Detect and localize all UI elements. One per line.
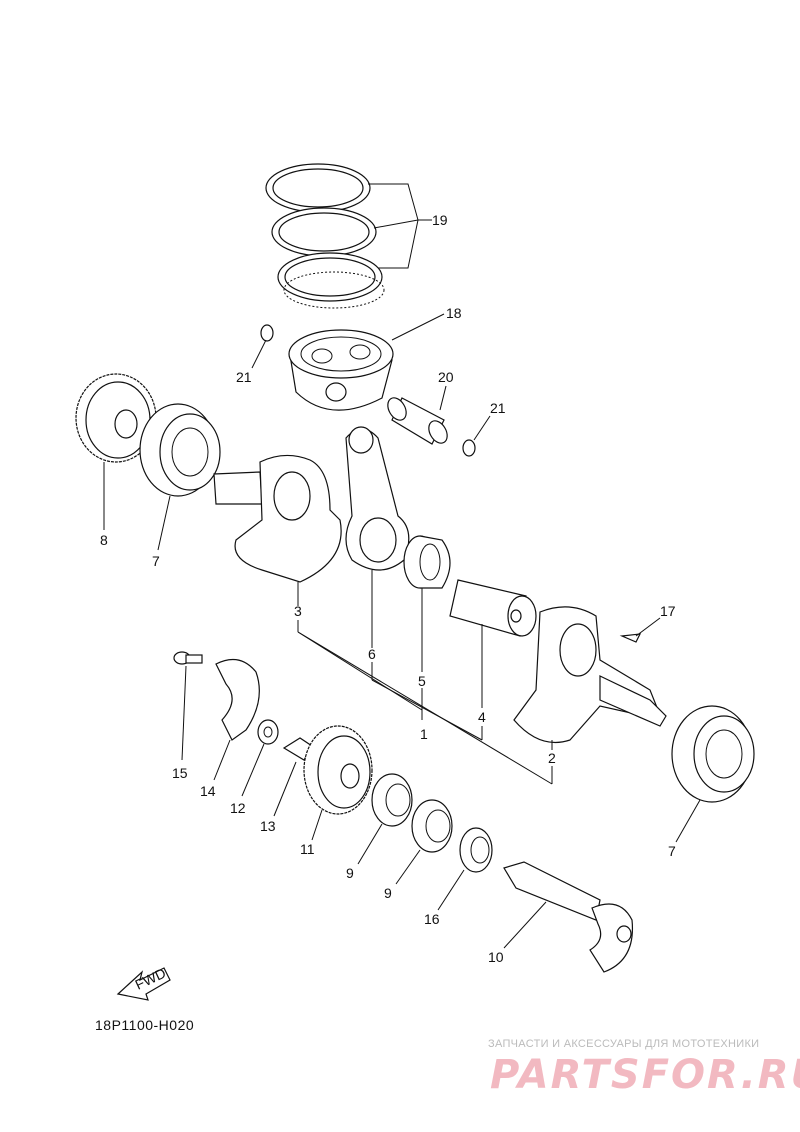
needle-bearing-balancer (459, 827, 493, 873)
balancer-shaft (503, 861, 634, 973)
callout-11: 11 (300, 841, 315, 857)
balancer-weight (215, 658, 260, 741)
watermark-logo: PARTSFOR.RU (490, 1052, 800, 1098)
callout-13: 13 (260, 818, 276, 834)
callout-9: 9 (346, 865, 354, 881)
woodruff-key (619, 633, 642, 643)
callout-7: 7 (668, 843, 676, 859)
bearing-right (671, 705, 755, 803)
needle-bearing (403, 535, 451, 589)
callout-2: 2 (548, 750, 556, 766)
forward-arrow-icon: FWD (116, 965, 171, 1001)
watermark-tagline: ЗАПЧАСТИ И АКСЕССУАРЫ ДЛЯ МОТОТЕХНИКИ (488, 1038, 760, 1050)
callout-14: 14 (200, 783, 216, 799)
diagram-code: 18P1100-H020 (95, 1017, 195, 1033)
callout-16: 16 (424, 911, 440, 927)
callout-7: 7 (152, 553, 160, 569)
callout-9: 9 (384, 885, 392, 901)
callout-19: 19 (432, 212, 448, 228)
callout-12: 12 (230, 800, 246, 816)
circlip-right (462, 439, 476, 457)
callout-21: 21 (236, 369, 252, 385)
callout-1: 1 (420, 726, 428, 742)
callout-3: 3 (294, 603, 302, 619)
callout-10: 10 (488, 949, 504, 965)
callout-numbers: 19 18 21 20 21 8 7 3 17 6 5 4 1 2 15 14 … (100, 212, 676, 965)
callout-6: 6 (368, 646, 376, 662)
crank-web-right (513, 606, 667, 744)
callout-15: 15 (172, 765, 188, 781)
crank-pin (449, 579, 537, 637)
callout-4: 4 (478, 709, 486, 725)
bolt (173, 651, 203, 665)
crank-web-left (213, 454, 342, 583)
piston-pin (387, 397, 448, 445)
circlip-left (260, 324, 274, 342)
piston (288, 329, 394, 411)
callout-5: 5 (418, 673, 426, 689)
balancer-bearing-1 (371, 773, 413, 827)
balancer-bearing-2 (411, 799, 453, 853)
callout-17: 17 (660, 603, 676, 619)
callout-18: 18 (446, 305, 462, 321)
primary-gear-left (75, 373, 157, 463)
callout-20: 20 (438, 369, 454, 385)
balancer-drive-gear (303, 725, 373, 815)
connecting-rod (345, 426, 410, 571)
piston-rings (265, 163, 385, 309)
callout-8: 8 (100, 532, 108, 548)
leader-lines (103, 183, 701, 949)
nut (257, 719, 279, 745)
callout-21: 21 (490, 400, 506, 416)
bearing-left (139, 403, 221, 497)
